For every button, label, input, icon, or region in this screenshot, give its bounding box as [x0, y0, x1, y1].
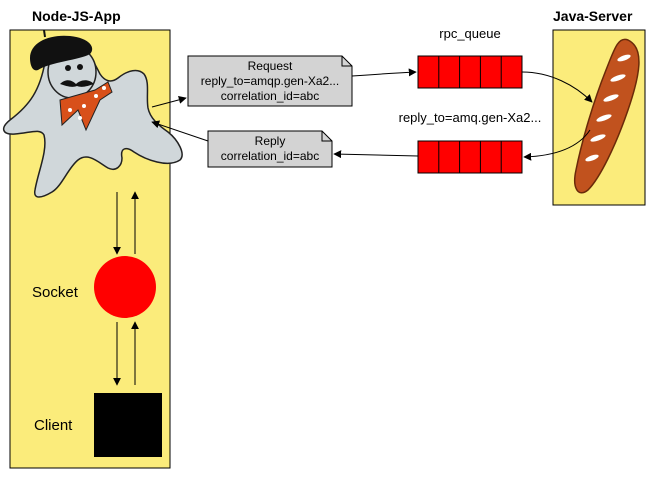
rpc-queue-label: rpc_queue — [439, 26, 500, 41]
client-box — [94, 393, 162, 457]
request-reply-to: reply_to=amqp.gen-Xa2... — [201, 74, 339, 88]
arrow-server-to-reply-queue — [523, 129, 591, 161]
rpc-queue — [417, 55, 523, 89]
java-server-title: Java-Server — [553, 8, 633, 24]
node-app-title: Node-JS-App — [32, 8, 121, 24]
request-correlation-id: correlation_id=abc — [221, 89, 319, 103]
request-note: Request reply_to=amqp.gen-Xa2... correla… — [187, 55, 353, 107]
arrow-rpc-queue-to-server — [521, 71, 593, 103]
arrow-request-to-rpc-queue — [351, 68, 417, 77]
arrow-reply-queue-to-note — [333, 150, 419, 159]
request-title: Request — [248, 59, 293, 73]
reply-queue-label: reply_to=amq.gen-Xa2... — [399, 110, 542, 125]
reply-title: Reply — [255, 134, 286, 148]
reply-queue — [417, 140, 523, 174]
reply-note: Reply correlation_id=abc — [207, 130, 333, 168]
arrow-ghost-to-request — [151, 95, 187, 108]
socket-circle — [94, 256, 156, 318]
arrow-reply-to-ghost — [151, 120, 209, 142]
client-label: Client — [34, 417, 73, 434]
reply-correlation-id: correlation_id=abc — [221, 149, 319, 163]
baguette-icon — [574, 38, 640, 194]
socket-label: Socket — [32, 284, 79, 301]
ghost-mascot-icon — [3, 29, 183, 198]
